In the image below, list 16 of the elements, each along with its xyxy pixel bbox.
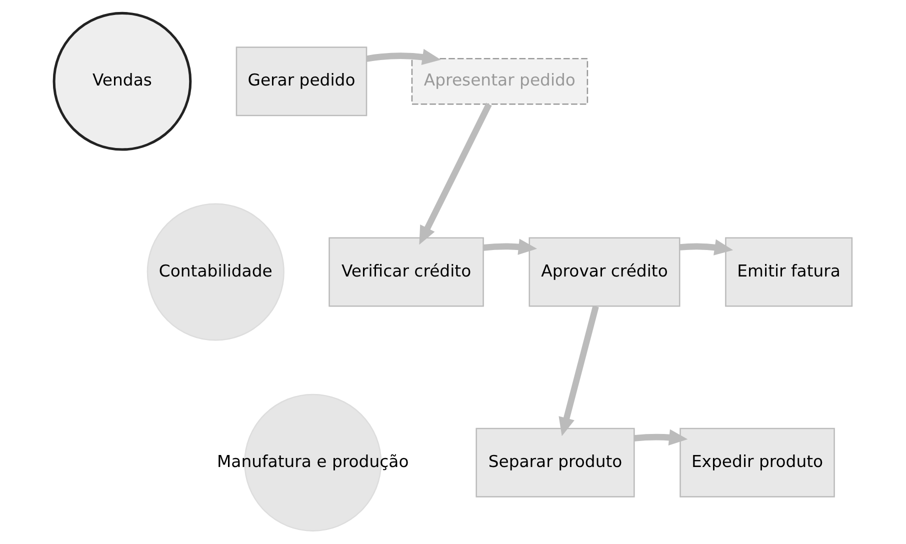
node-box: Aprovar crédito — [528, 237, 680, 307]
node-box: Gerar pedido — [236, 46, 368, 116]
node-box: Apresentar pedido — [411, 58, 588, 105]
arrow — [679, 239, 734, 256]
node-box: Emitir fatura — [725, 237, 853, 307]
node-box: Expedir produto — [680, 428, 835, 498]
node-circle: Contabilidade — [146, 203, 284, 341]
node-label: Manufatura e produção — [216, 452, 409, 471]
node-box: Verificar crédito — [328, 237, 484, 307]
arrow — [558, 306, 599, 436]
node-box: Separar produto — [476, 428, 635, 498]
arrow — [419, 102, 492, 245]
arrow — [483, 238, 538, 255]
arrow — [366, 48, 441, 66]
node-circle: Vendas — [52, 12, 192, 151]
arrow — [634, 429, 688, 446]
